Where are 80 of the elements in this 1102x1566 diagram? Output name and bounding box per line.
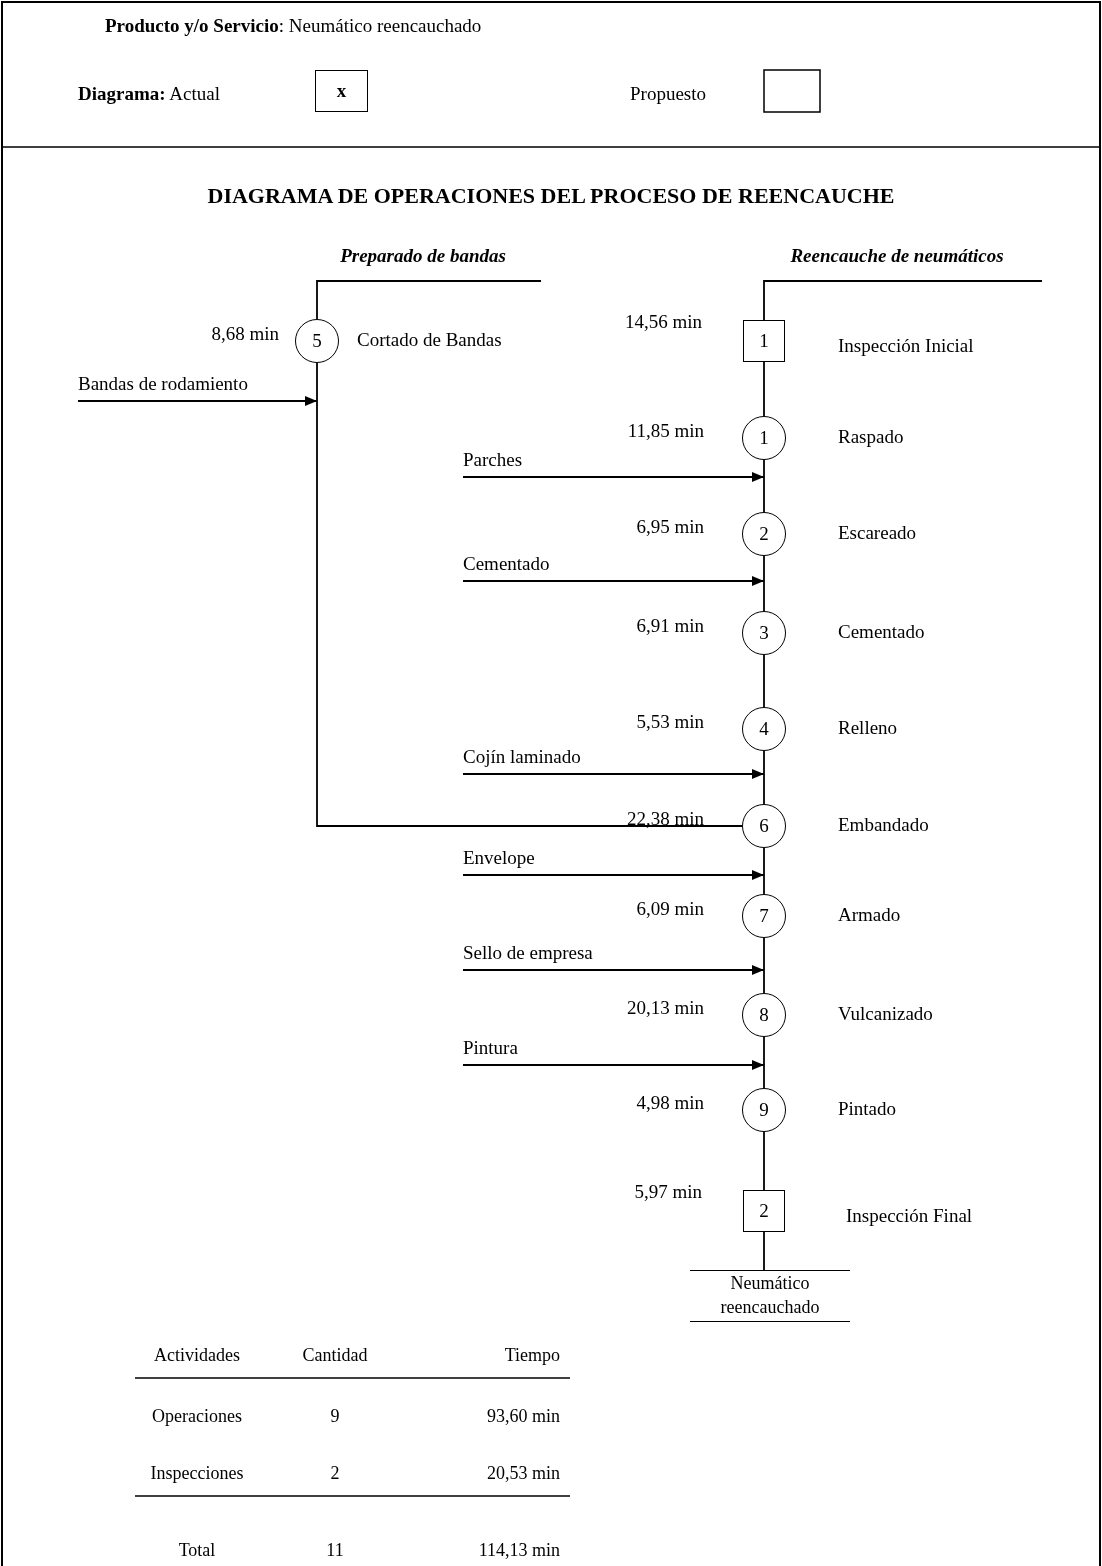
checkbox: x (315, 70, 368, 112)
time-label: 14,56 min (624, 311, 702, 333)
table-cell: 20,53 min (487, 1463, 560, 1484)
flow-line (763, 1036, 765, 1089)
operation-circle: 3 (742, 611, 786, 655)
time-label: 6,95 min (636, 516, 704, 538)
operation-name: Raspado (838, 426, 904, 448)
time-label: 11,85 min (627, 420, 704, 442)
operation-circle: 4 (742, 707, 786, 751)
arrow (462, 965, 765, 975)
operation-name: Pintado (838, 1098, 897, 1120)
section-heading: Preparado de bandas (305, 245, 541, 281)
operation-name: Escareado (838, 522, 917, 544)
flow-line (763, 654, 765, 708)
inspection-square: 1 (743, 320, 785, 362)
operation-name: Inspección Final (846, 1205, 973, 1227)
table-cell: Tiempo (504, 1345, 560, 1366)
input-label: Envelope (463, 847, 583, 875)
flow-line (763, 555, 765, 612)
input-label: Pintura (463, 1037, 583, 1065)
table-cell: 114,13 min (478, 1540, 560, 1561)
table-cell-text: Actividades (153, 1345, 241, 1366)
flow-line (763, 1231, 765, 1271)
operation-name: Vulcanizado (838, 1003, 933, 1025)
diagram-label: Diagrama: Actual (78, 83, 220, 105)
table-cell-text: 11 (325, 1540, 345, 1561)
operation-name: Armado (838, 904, 901, 926)
flow-line (763, 750, 765, 805)
flow-line (763, 361, 765, 417)
inspection-square: 2 (743, 1190, 785, 1232)
operation-circle: 9 (742, 1088, 786, 1132)
product-label: Producto y/o Servicio: Neumático reencauchado (105, 15, 482, 37)
section-heading: Reencauche de neumáticos (752, 245, 1042, 281)
table-cell-text: Inspecciones (149, 1463, 245, 1484)
arrow (462, 769, 765, 779)
input-label: Cementado (463, 553, 583, 581)
arrow (462, 576, 765, 586)
operation-name: Cortado de Bandas (357, 329, 502, 351)
input-label: Bandas de rodamiento (78, 373, 306, 401)
operation-circle: 8 (742, 993, 786, 1037)
proposed-label: Propuesto (630, 83, 706, 105)
operation-circle: 5 (295, 319, 339, 363)
operation-name: Relleno (838, 717, 898, 739)
input-label: Parches (463, 449, 583, 477)
output-label: Neumático reencauchado (690, 1270, 850, 1322)
flow-line (763, 937, 765, 994)
time-label: 5,97 min (634, 1181, 702, 1203)
flow-line (316, 362, 743, 827)
flow-line (763, 280, 1043, 321)
flow-line (763, 847, 765, 895)
operation-name: Cementado (838, 621, 925, 643)
arrow (462, 472, 765, 482)
operation-circle: 2 (742, 512, 786, 556)
arrow (462, 870, 765, 880)
time-label: 6,91 min (636, 615, 704, 637)
diagram-title: DIAGRAMA DE OPERACIONES DEL PROCESO DE REENCAUCHE (206, 183, 896, 209)
operation-name: Inspección Inicial (838, 335, 974, 357)
table-cell-text: Total (177, 1540, 217, 1561)
time-label: 4,98 min (636, 1092, 704, 1114)
operation-circle: 1 (742, 416, 786, 460)
table-cell: 93,60 min (487, 1406, 560, 1427)
input-label: Sello de empresa (463, 942, 643, 970)
operation-circle: 7 (742, 894, 786, 938)
operation-name: Embandado (838, 814, 929, 836)
table-cell-text: Operaciones (151, 1406, 243, 1427)
time-label: 8,68 min (211, 323, 279, 345)
time-label: 6,09 min (636, 898, 704, 920)
flow-line (316, 280, 542, 320)
input-label: Cojín laminado (463, 746, 623, 774)
table-cell-text: 2 (329, 1463, 341, 1484)
arrow (77, 396, 318, 406)
operation-circle: 6 (742, 804, 786, 848)
flow-line (763, 459, 765, 513)
time-label: 20,13 min (626, 997, 704, 1019)
table-cell-text: Cantidad (301, 1345, 369, 1366)
flow-line (763, 1131, 765, 1191)
time-label: 22,38 min (626, 808, 704, 830)
arrow (462, 1060, 765, 1070)
table-cell-text: 9 (329, 1406, 341, 1427)
time-label: 5,53 min (636, 711, 704, 733)
